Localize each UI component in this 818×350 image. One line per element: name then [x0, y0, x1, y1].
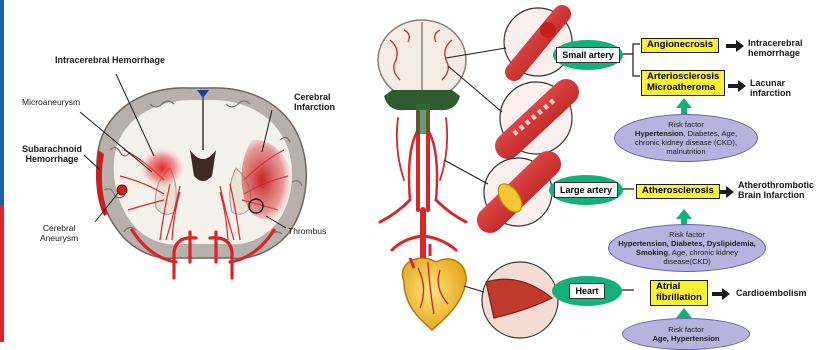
small-artery-risk-factors: Risk factor Hypertension, Diabetes, Age,…	[614, 114, 758, 162]
edge-stripe-red	[0, 205, 4, 342]
cerebral-aneurysm-lesion	[117, 185, 127, 195]
atherosclerosis-box: Atherosclerosis	[636, 184, 720, 199]
edge-stripe-blue	[0, 0, 4, 205]
heart-illustration	[402, 244, 466, 330]
cardioembolism-outcome: Cardioembolism	[736, 288, 807, 298]
large-artery-pill: Large artery	[549, 175, 623, 205]
thrombus-label: Thrombus	[288, 227, 326, 237]
brain-front-view	[378, 20, 466, 110]
stroke-pathophysiology-figure: Intracerebral Hemorrhage Microaneurysm S…	[0, 0, 818, 342]
coronal-brain-section	[96, 88, 306, 278]
arterial-tree	[380, 112, 466, 260]
intracerebral-hemorrhage-label: Intracerebral Hemorrhage	[55, 55, 165, 65]
small-artery-pill: Small artery	[553, 40, 623, 70]
large-artery-risk-factors: Risk factor Hypertension, Diabetes, Dysl…	[608, 224, 766, 272]
heart-risk-factors: Risk factor Age, Hypertension	[622, 318, 750, 350]
heart-pill: Heart	[552, 276, 622, 306]
angionecrosis-box: Angionecrosis	[641, 38, 719, 53]
microaneurysm-label: Microaneurysm	[22, 98, 80, 108]
